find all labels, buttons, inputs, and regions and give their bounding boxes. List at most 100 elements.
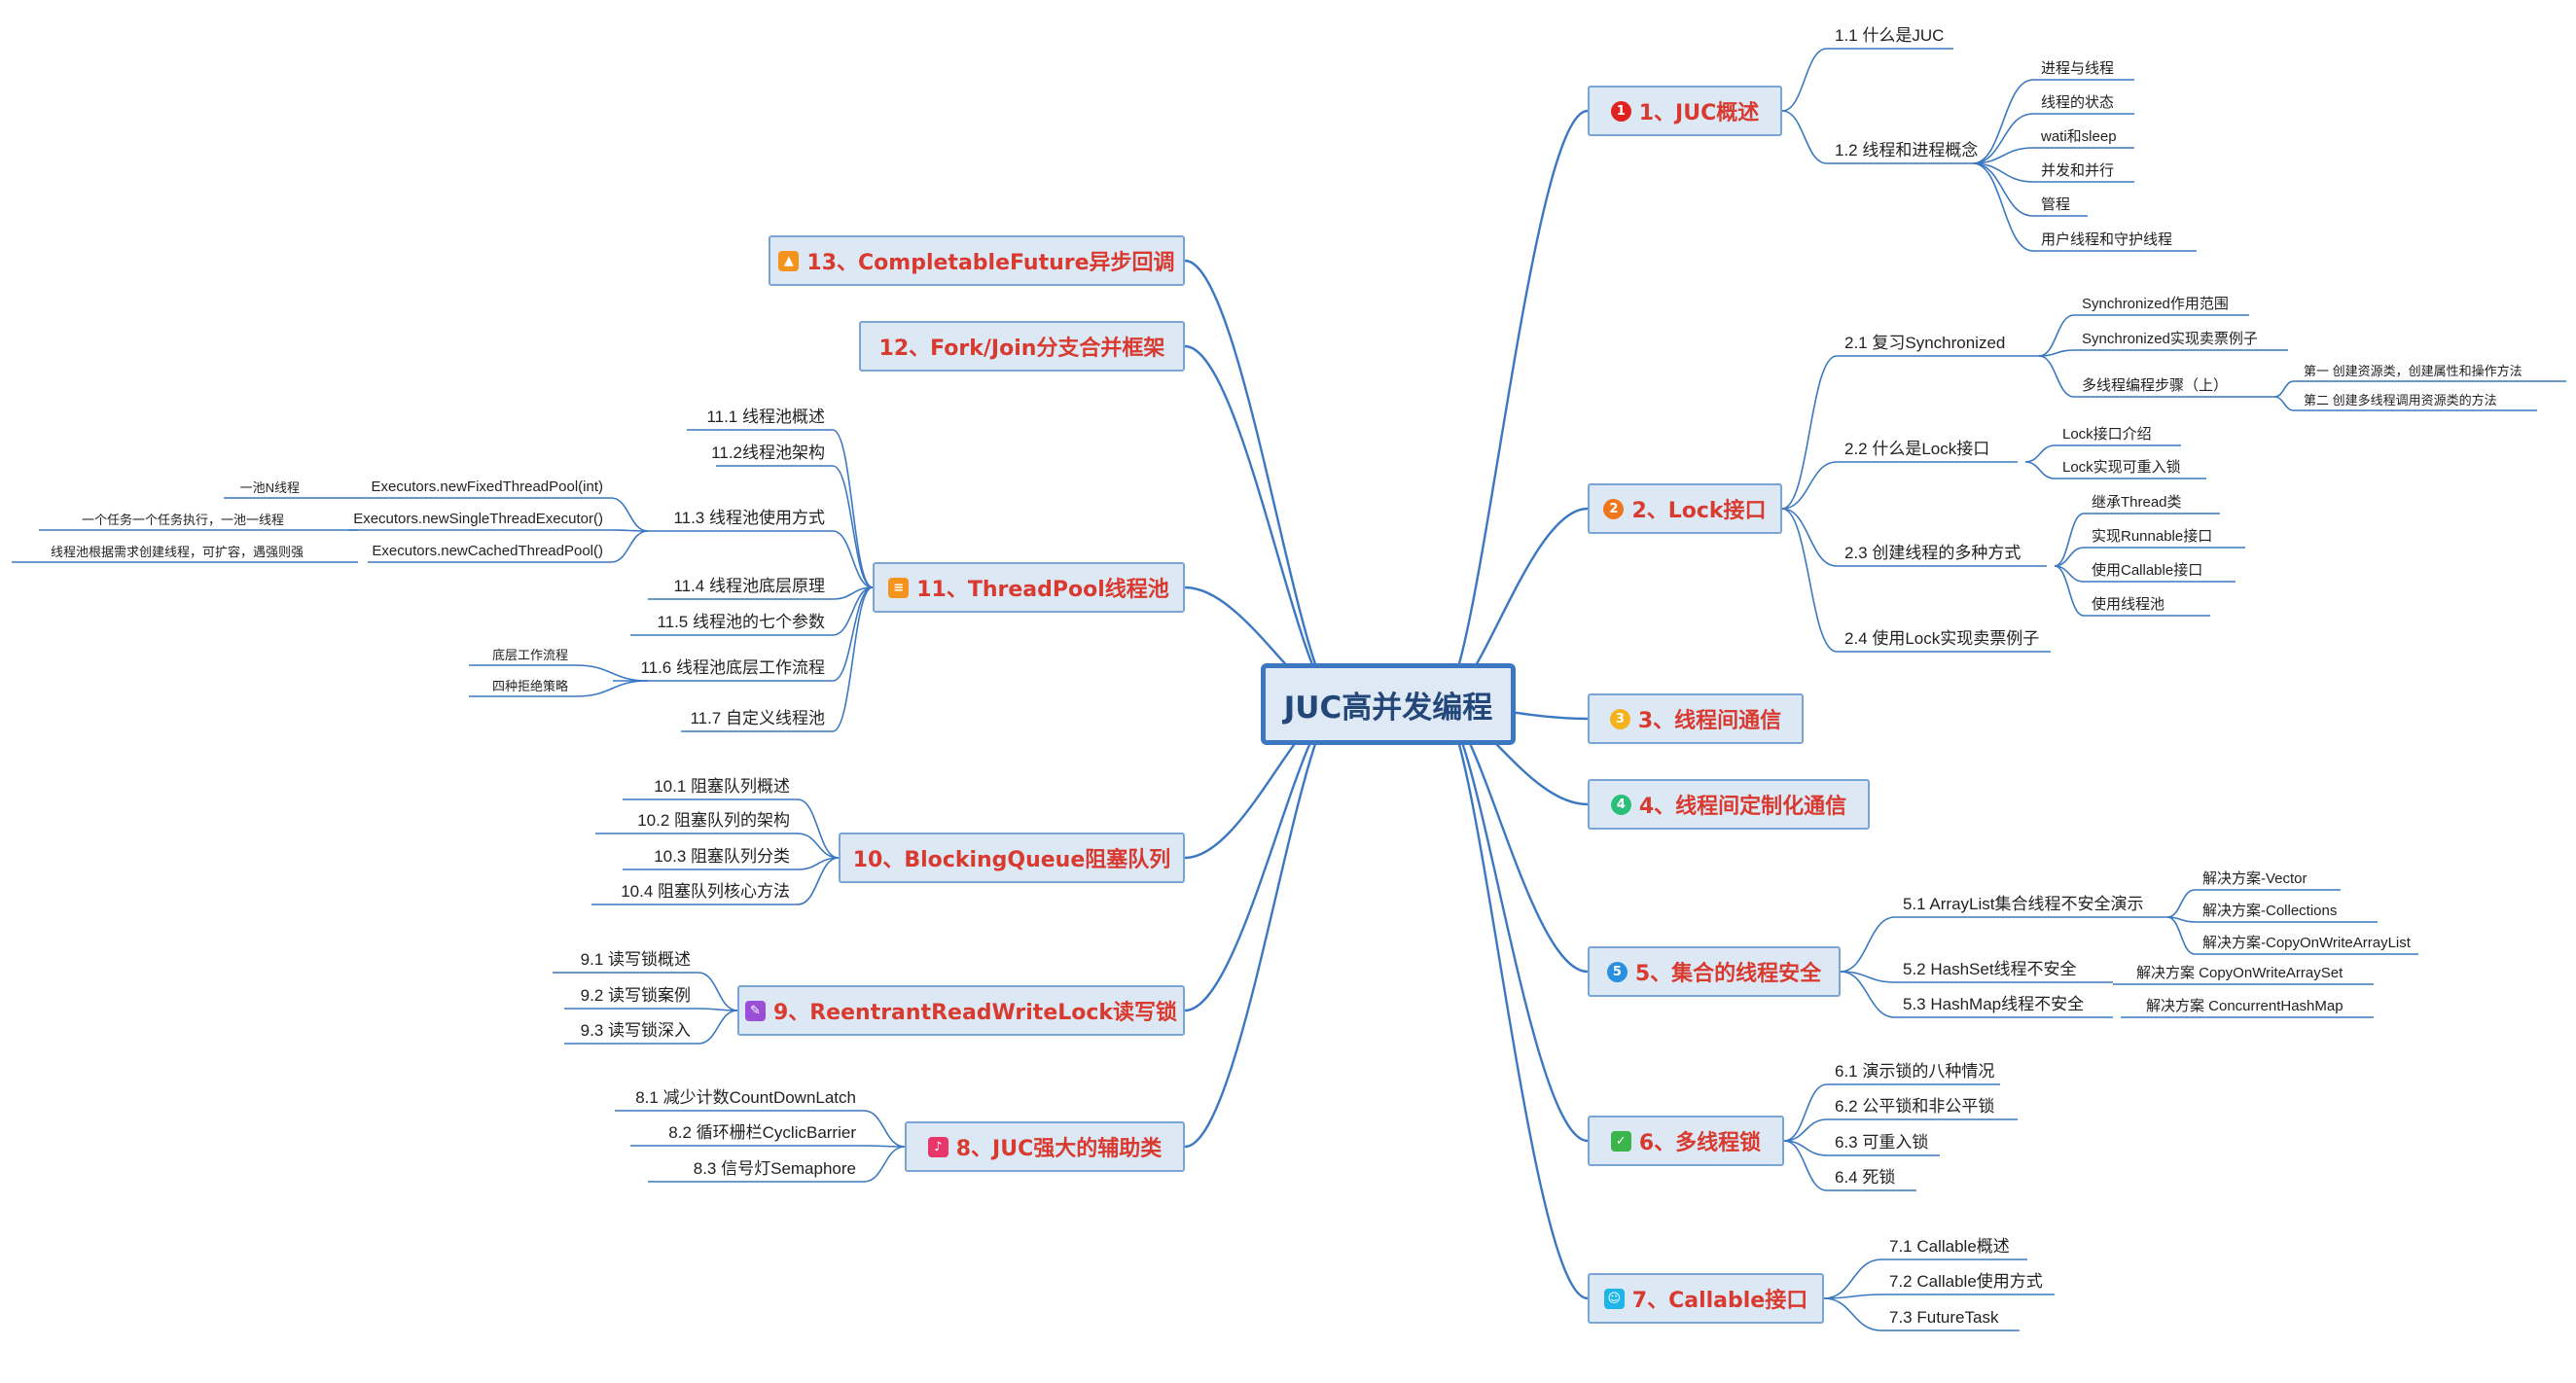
leaf-1-2-e[interactable]: 管程 xyxy=(2041,196,2071,213)
topic-thread-communication[interactable]: 3 3、线程间通信 xyxy=(1588,693,1804,744)
connector xyxy=(1783,1118,1828,1142)
leaf-11-3-a[interactable]: Executors.newFixedThreadPool(int) xyxy=(371,479,603,495)
subtopic-5-3[interactable]: 5.3 HashMap线程不安全 xyxy=(1903,995,2085,1013)
subtopic-9-1[interactable]: 9.1 读写锁概述 xyxy=(580,950,691,969)
subtopic-10-2[interactable]: 10.2 阻塞队列的架构 xyxy=(637,811,790,830)
leaf-1-2-c[interactable]: wati和sleep xyxy=(2041,128,2117,145)
subtopic-6-4[interactable]: 6.4 死锁 xyxy=(1835,1168,1896,1187)
connector xyxy=(698,972,738,1011)
tiny-2-1-c-2[interactable]: 第二 创建多线程调用资源类的方法 xyxy=(2304,393,2497,408)
leaf-1-2-b[interactable]: 线程的状态 xyxy=(2041,94,2115,111)
connector xyxy=(1840,971,1896,1018)
subtopic-6-3[interactable]: 6.3 可重入锁 xyxy=(1835,1133,1929,1152)
topic-label: 7、Callable接口 xyxy=(1631,1289,1808,1313)
tiny-11-6-b[interactable]: 四种拒绝策略 xyxy=(491,679,568,693)
leaf-1-2-f[interactable]: 用户线程和守护线程 xyxy=(2041,231,2173,248)
leaf-5-3-a[interactable]: 解决方案 ConcurrentHashMap xyxy=(2146,998,2343,1014)
subtopic-11-6[interactable]: 11.6 线程池底层工作流程 xyxy=(640,658,825,677)
connector xyxy=(2054,513,2085,567)
subtopic-7-3[interactable]: 7.3 FutureTask xyxy=(1889,1308,1999,1327)
leaf-2-3-b[interactable]: 实现Runnable接口 xyxy=(2092,528,2213,545)
connector xyxy=(2273,380,2295,398)
leaf-1-2-a[interactable]: 进程与线程 xyxy=(2041,60,2115,77)
leaf-2-3-c[interactable]: 使用Callable接口 xyxy=(2092,562,2203,579)
subtopic-8-3[interactable]: 8.3 信号灯Semaphore xyxy=(693,1159,856,1178)
subtopic-2-1[interactable]: 2.1 复习Synchronized xyxy=(1844,334,2006,352)
leaf-11-3-b[interactable]: Executors.newSingleThreadExecutor() xyxy=(353,511,603,527)
subtopic-10-3[interactable]: 10.3 阻塞队列分类 xyxy=(654,847,790,866)
topic-juc-helpers[interactable]: ♪ 8、JUC强大的辅助类 xyxy=(905,1121,1185,1172)
connector xyxy=(1823,1259,1882,1299)
connector xyxy=(1781,48,1828,112)
leaf-1-2-d[interactable]: 并发和并行 xyxy=(2041,162,2115,179)
topic-label: 4、线程间定制化通信 xyxy=(1638,795,1847,819)
central-topic[interactable]: JUC高并发编程 xyxy=(1261,663,1516,745)
subtopic-11-2[interactable]: 11.2线程池架构 xyxy=(711,443,825,462)
topic-multithread-locks[interactable]: ✓ 6、多线程锁 xyxy=(1588,1116,1784,1166)
subtopic-6-1[interactable]: 6.1 演示锁的八种情况 xyxy=(1835,1062,1995,1081)
subtopic-9-2[interactable]: 9.2 读写锁案例 xyxy=(580,986,691,1005)
tiny-11-3-b[interactable]: 一个任务一个任务执行，一池一线程 xyxy=(81,513,284,527)
topic-fork-join[interactable]: 12、Fork/Join分支合并框架 xyxy=(859,321,1185,372)
pencil-icon: ✎ xyxy=(744,1000,766,1021)
subtopic-5-2[interactable]: 5.2 HashSet线程不安全 xyxy=(1903,960,2077,978)
number-4-icon: 4 xyxy=(1610,794,1631,815)
subtopic-10-4[interactable]: 10.4 阻塞队列核心方法 xyxy=(621,882,790,901)
leaf-2-2-b[interactable]: Lock实现可重入锁 xyxy=(2062,459,2181,476)
topic-thread-pool[interactable]: ≡ 11、ThreadPool线程池 xyxy=(873,562,1185,613)
subtopic-10-1[interactable]: 10.1 阻塞队列概述 xyxy=(654,777,790,796)
subtopic-7-2[interactable]: 7.2 Callable使用方式 xyxy=(1889,1272,2043,1291)
subtopic-2-4[interactable]: 2.4 使用Lock实现卖票例子 xyxy=(1844,629,2040,648)
connector xyxy=(1781,508,1838,567)
subtopic-11-1[interactable]: 11.1 线程池概述 xyxy=(706,408,825,426)
connector xyxy=(832,465,874,588)
subtopic-11-3[interactable]: 11.3 线程池使用方式 xyxy=(673,509,825,527)
subtopic-8-2[interactable]: 8.2 循环栅栏CyclicBarrier xyxy=(668,1123,856,1142)
topic-label: 1、JUC概述 xyxy=(1638,101,1760,125)
subtopic-5-1[interactable]: 5.1 ArrayList集合线程不安全演示 xyxy=(1903,895,2144,913)
subtopic-11-7[interactable]: 11.7 自定义线程池 xyxy=(690,709,825,727)
topic-custom-communication[interactable]: 4 4、线程间定制化通信 xyxy=(1588,779,1870,830)
leaf-5-2-a[interactable]: 解决方案 CopyOnWriteArraySet xyxy=(2136,965,2343,981)
connector xyxy=(1783,1083,1828,1142)
connector xyxy=(1439,109,1589,706)
tiny-11-3-c[interactable]: 线程池根据需求创建线程，可扩容，遇强则强 xyxy=(50,545,304,559)
thumbs-up-icon: ▲ xyxy=(778,250,800,271)
subtopic-1-1[interactable]: 1.1 什么是JUC xyxy=(1835,26,1945,45)
subtopic-7-1[interactable]: 7.1 Callable概述 xyxy=(1889,1237,2010,1256)
connector xyxy=(610,530,649,563)
topic-lock-interface[interactable]: 2 2、Lock接口 xyxy=(1588,483,1782,534)
topic-blocking-queue[interactable]: 10、BlockingQueue阻塞队列 xyxy=(839,833,1185,883)
leaf-2-3-d[interactable]: 使用线程池 xyxy=(2092,596,2165,613)
leaf-2-1-b[interactable]: Synchronized实现卖票例子 xyxy=(2082,331,2258,347)
tiny-2-1-c-1[interactable]: 第一 创建资源类，创建属性和操作方法 xyxy=(2304,364,2522,378)
topic-read-write-lock[interactable]: ✎ 9、ReentrantReadWriteLock读写锁 xyxy=(737,985,1185,1036)
leaf-2-3-a[interactable]: 继承Thread类 xyxy=(2092,494,2182,511)
topic-completable-future[interactable]: ▲ 13、CompletableFuture异步回调 xyxy=(769,235,1185,286)
connector xyxy=(797,798,840,859)
leaf-5-1-b[interactable]: 解决方案-Collections xyxy=(2202,903,2338,919)
tiny-11-6-a[interactable]: 底层工作流程 xyxy=(491,648,568,662)
subtopic-9-3[interactable]: 9.3 读写锁深入 xyxy=(580,1021,691,1040)
subtopic-1-2[interactable]: 1.2 线程和进程概念 xyxy=(1835,141,1979,160)
leaf-11-3-c[interactable]: Executors.newCachedThreadPool() xyxy=(372,543,603,559)
leaf-2-1-c[interactable]: 多线程编程步骤（上） xyxy=(2082,377,2229,394)
tiny-11-3-a[interactable]: 一池N线程 xyxy=(239,480,300,495)
connector xyxy=(1972,113,2034,164)
subtopic-2-3[interactable]: 2.3 创建线程的多种方式 xyxy=(1844,544,2021,562)
topic-label: 2、Lock接口 xyxy=(1631,499,1767,523)
subtopic-8-1[interactable]: 8.1 减少计数CountDownLatch xyxy=(635,1088,856,1107)
leaf-5-1-c[interactable]: 解决方案-CopyOnWriteArrayList xyxy=(2202,935,2411,951)
topic-collection-thread-safety[interactable]: 5 5、集合的线程安全 xyxy=(1588,946,1841,997)
topic-juc-overview[interactable]: 1 1、JUC概述 xyxy=(1588,86,1782,136)
leaf-5-1-a[interactable]: 解决方案-Vector xyxy=(2202,870,2308,887)
connector xyxy=(2024,444,2056,463)
topic-callable-interface[interactable]: ☺ 7、Callable接口 xyxy=(1588,1273,1824,1324)
people-icon: ☺ xyxy=(1603,1288,1625,1309)
subtopic-6-2[interactable]: 6.2 公平锁和非公平锁 xyxy=(1835,1097,1995,1116)
subtopic-11-4[interactable]: 11.4 线程池底层原理 xyxy=(673,577,825,595)
leaf-2-2-a[interactable]: Lock接口介绍 xyxy=(2062,426,2152,443)
leaf-2-1-a[interactable]: Synchronized作用范围 xyxy=(2082,296,2229,312)
subtopic-2-2[interactable]: 2.2 什么是Lock接口 xyxy=(1844,440,1990,458)
subtopic-11-5[interactable]: 11.5 线程池的七个参数 xyxy=(657,613,825,631)
